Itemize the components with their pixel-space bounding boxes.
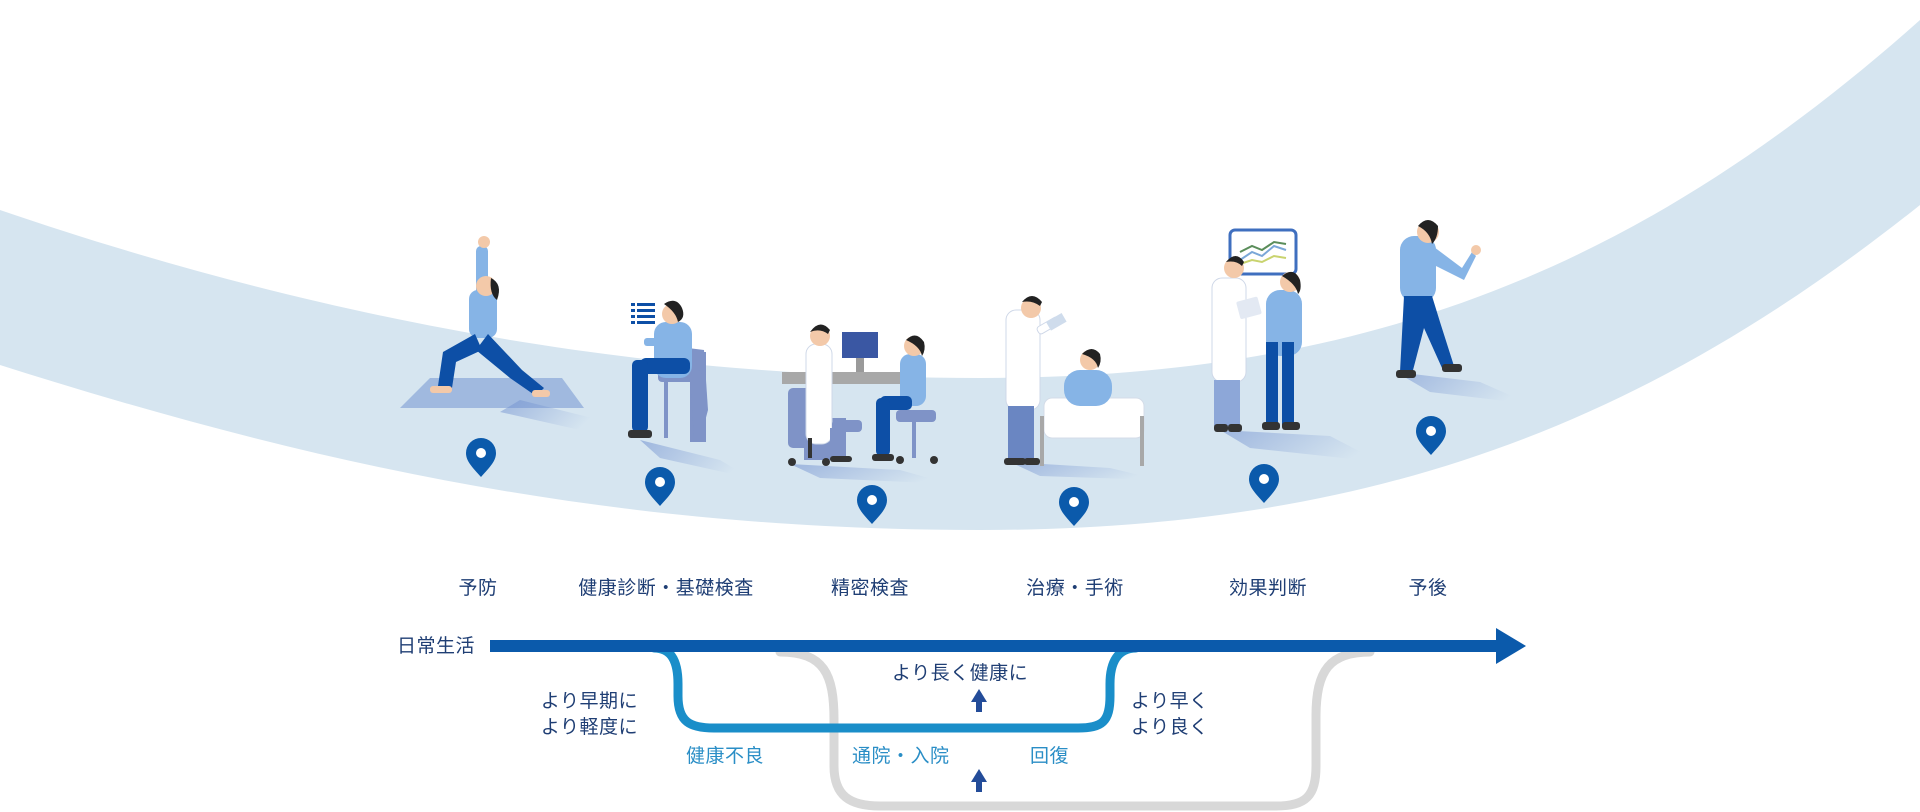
hospital-visit-label: 通院・入院 (852, 745, 950, 767)
stage-label-prognosis: 予後 (1408, 577, 1448, 599)
recovery-label: 回復 (1030, 745, 1070, 767)
location-pin-icon (466, 438, 496, 477)
stage-label-prevention: 予防 (458, 577, 498, 599)
location-pin-icon (645, 467, 675, 506)
daily-life-label: 日常生活 (397, 635, 476, 657)
faster-better-label: より早く より良く (1131, 690, 1209, 738)
up-arrow-icon (971, 769, 987, 792)
ill-health-label: 健康不良 (686, 745, 765, 767)
treatment-illustration (1004, 296, 1160, 480)
stage-label-checkup: 健康診断・基礎検査 (578, 577, 754, 599)
baseline-illness-path (775, 647, 1375, 811)
longer-healthy-label: より長く健康に (892, 662, 1029, 684)
stage-label-evaluation: 効果判断 (1228, 577, 1308, 599)
stage-label-treatment: 治療・手術 (1026, 577, 1124, 599)
yoga-person-illustration (400, 236, 600, 430)
earlier-milder-label: より早期に より軽度に (540, 690, 638, 738)
detailed-exam-illustration (782, 324, 950, 484)
daily-life-main-arrow (490, 628, 1526, 664)
location-pin-icon (857, 485, 887, 524)
location-pin-icon (1059, 487, 1089, 526)
location-pin-icon (1416, 416, 1446, 455)
line-chart-board-icon (1228, 228, 1298, 276)
checkup-person-illustration (628, 300, 750, 478)
walking-person-illustration (1396, 220, 1530, 404)
location-pin-icon (1249, 464, 1279, 503)
improved-health-path (649, 643, 1141, 733)
evaluation-illustration (1211, 228, 1380, 462)
stage-label-detailed-exam: 精密検査 (830, 577, 910, 599)
checklist-icon (631, 303, 655, 324)
journey-band (0, 20, 1920, 530)
up-arrow-icon (971, 689, 987, 712)
